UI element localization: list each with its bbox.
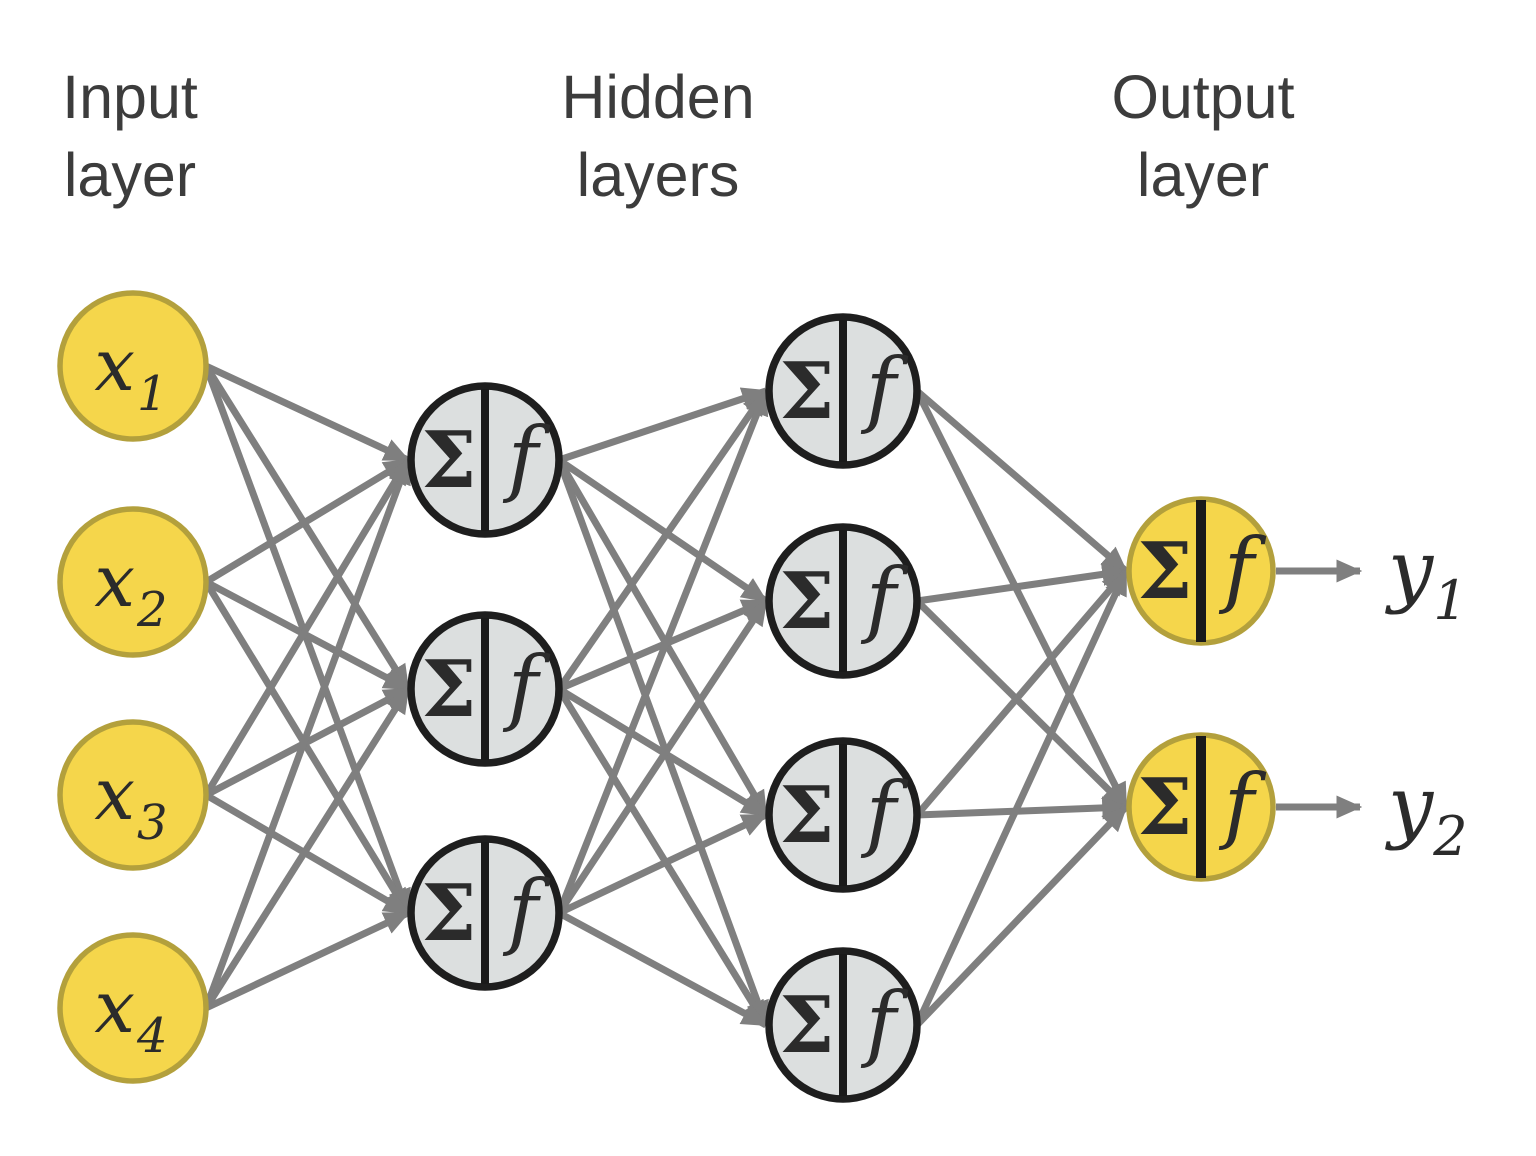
edge-hidden1-3-to-hidden2-3 — [557, 811, 768, 917]
edge-hidden2-3-to-output-2 — [916, 796, 1129, 820]
input-node-x4 — [57, 932, 209, 1084]
output-node-2-sum-glyph: Σ — [1137, 762, 1192, 853]
input-layer-label: Input layer — [62, 58, 198, 214]
hidden2-node-4-sum-glyph: Σ — [779, 980, 834, 1071]
edge-hidden1-2-to-hidden2-1 — [556, 389, 769, 691]
edge-input-2-to-hidden1-1 — [204, 457, 410, 585]
hidden-layers-label: Hidden layers — [561, 58, 754, 214]
hidden-layers-label-line2: layers — [576, 141, 740, 209]
output-node-1-sum-glyph: Σ — [1137, 526, 1192, 617]
input-layer-label-line1: Input — [62, 63, 198, 131]
edge-hidden2-1-to-output-1 — [914, 388, 1129, 574]
edge-input-1-to-hidden1-3 — [202, 364, 412, 916]
edge-input-2-to-hidden1-3 — [203, 580, 411, 915]
edge-hidden1-1-to-hidden2-2 — [557, 457, 768, 604]
edge-hidden1-1-to-hidden2-4 — [555, 458, 770, 1028]
hidden2-node-3-sum-glyph: Σ — [779, 770, 834, 861]
input-node-x1 — [57, 290, 209, 442]
hidden2-node-2-sum-glyph: Σ — [779, 556, 834, 647]
edge-input-2-to-hidden1-2 — [204, 578, 410, 693]
edge-hidden2-4-to-output-2 — [914, 804, 1129, 1028]
edge-hidden1-1-to-hidden2-3 — [555, 458, 770, 817]
edge-hidden2-2-to-output-1 — [916, 562, 1129, 605]
edge-input-1-to-hidden1-2 — [203, 364, 411, 691]
edge-hidden1-3-to-hidden2-2 — [556, 599, 769, 915]
edge-input-4-to-hidden1-2 — [203, 687, 411, 1010]
hidden-layers-label-line1: Hidden — [561, 63, 755, 131]
edge-hidden2-3-to-output-1 — [914, 568, 1129, 818]
edge-input-4-to-hidden1-1 — [202, 457, 412, 1010]
edge-hidden2-2-to-output-2 — [914, 598, 1129, 810]
edge-hidden1-2-to-hidden2-4 — [556, 687, 769, 1027]
hidden1-node-1-sum-glyph: Σ — [421, 415, 476, 506]
output-value-label-y2: y2 — [1385, 759, 1468, 868]
output-arrows-group: y1 y2 — [1276, 523, 1468, 868]
output-layer-label-line1: Output — [1111, 63, 1295, 131]
input-layer-label-line2: layer — [63, 141, 197, 209]
edge-hidden2-1-to-output-2 — [913, 389, 1130, 809]
output-value-label-y1: y1 — [1385, 523, 1468, 632]
edge-input-3-to-hidden1-1 — [203, 458, 411, 797]
edge-hidden1-3-to-hidden2-4 — [557, 909, 768, 1029]
edge-hidden1-3-to-hidden2-1 — [555, 388, 770, 915]
edge-hidden1-1-to-hidden2-1 — [557, 387, 769, 464]
edge-input-4-to-hidden1-3 — [204, 909, 410, 1012]
input-node-x1-label: x1 — [94, 323, 167, 422]
output-layer-label: Output layer — [1111, 58, 1294, 214]
input-node-x2-label: x2 — [94, 539, 167, 638]
edges-group — [202, 362, 1130, 1029]
input-node-x4-label: x4 — [94, 965, 167, 1064]
output-layer-label-line2: layer — [1136, 141, 1270, 209]
hidden2-node-1-sum-glyph: Σ — [779, 346, 834, 437]
input-node-x3-label: x3 — [94, 752, 167, 851]
input-node-x3 — [57, 719, 209, 871]
input-node-x2 — [57, 506, 209, 658]
hidden1-node-2-sum-glyph: Σ — [421, 644, 476, 735]
hidden1-node-3-sum-glyph: Σ — [421, 868, 476, 959]
input-layer-group: x1 x2 x3 x4 — [57, 290, 209, 1084]
edge-input-1-to-hidden1-1 — [204, 362, 410, 464]
edge-hidden2-4-to-output-1 — [913, 569, 1130, 1027]
